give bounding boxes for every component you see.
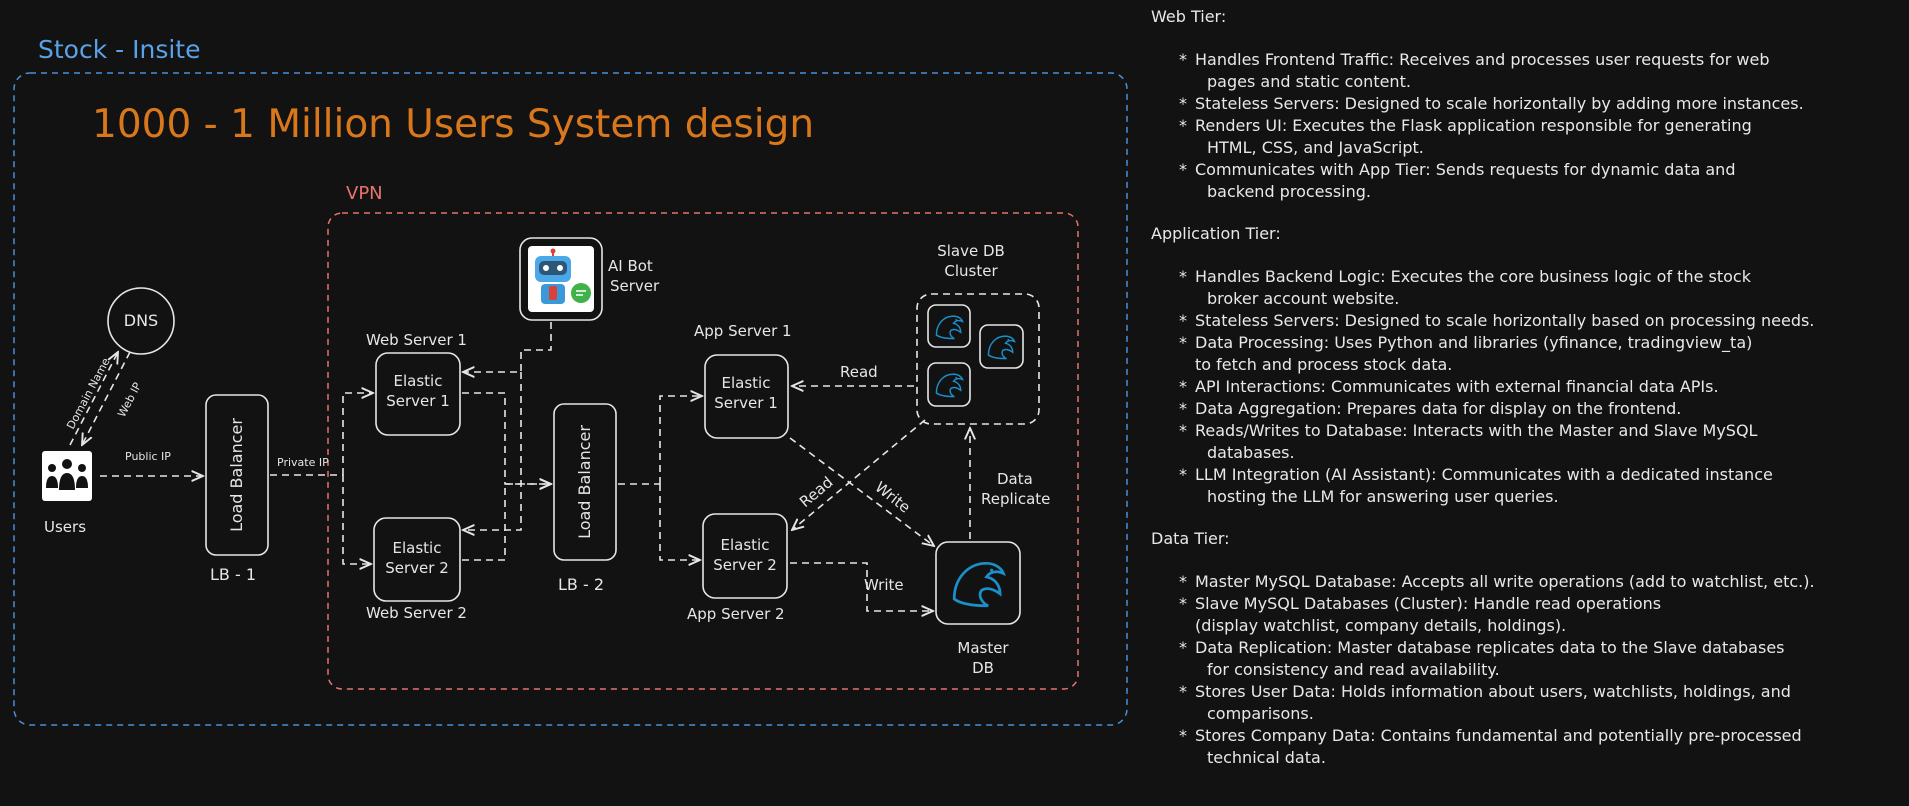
arrow-lb2-to-app2 — [659, 484, 700, 560]
list-item: Data Aggregation: Prepares data for disp… — [1179, 398, 1901, 420]
ai-bot-line1: AI Bot — [608, 257, 653, 275]
web-tier-title: Web Tier: — [1151, 7, 1227, 26]
web-server-1-caption: Web Server 1 — [366, 331, 467, 349]
lb1-caption: LB - 1 — [210, 565, 256, 584]
application-tier-section: Application Tier: Handles Backend Logic:… — [1151, 223, 1901, 508]
app-server-2-caption: App Server 2 — [687, 605, 785, 623]
list-item: Stores User Data: Holds information abou… — [1179, 681, 1901, 725]
slave-db-line1: Slave DB — [937, 242, 1005, 260]
arrow-ai-to-web1 — [463, 322, 552, 372]
app-server-1-caption: App Server 1 — [694, 322, 792, 340]
mysql-icon — [935, 315, 964, 340]
arrow-ai-to-web2 — [463, 372, 522, 530]
arrow-web2-to-lb2 — [462, 484, 551, 561]
ai-bot-server[interactable] — [519, 237, 603, 321]
users-label: Users — [44, 518, 86, 536]
arrow-web1-to-lb2 — [462, 392, 551, 484]
edge-label-web-ip: Web IP — [115, 380, 144, 419]
users-icon — [46, 459, 88, 490]
mysql-icon — [987, 335, 1016, 360]
web-server-2-caption: Web Server 2 — [366, 604, 467, 622]
edge-label-public-ip: Public IP — [125, 450, 171, 463]
edge-label-data: Data — [997, 470, 1033, 488]
brand-label: Stock - Insite — [38, 35, 200, 64]
web-server-1-line1: Elastic — [394, 372, 443, 390]
vpn-boundary — [327, 212, 1079, 690]
diagram-title: 1000 - 1 Million Users System design — [92, 102, 814, 147]
arrow-dns-to-users — [82, 351, 131, 445]
data-tier-list: Master MySQL Database: Accepts all write… — [1151, 571, 1901, 769]
application-tier-title: Application Tier: — [1151, 224, 1281, 243]
edge-label-domain-name: Domain Name — [64, 356, 113, 432]
list-item: API Interactions: Communicates with exte… — [1179, 376, 1901, 398]
slave-db-line2: Cluster — [944, 262, 998, 280]
list-item: Stateless Servers: Designed to scale hor… — [1179, 93, 1901, 115]
users-node — [42, 451, 92, 501]
edge-label-read-cross: Read — [796, 473, 836, 511]
web-server-2-line1: Elastic — [393, 539, 442, 557]
ai-bot-line2: Server — [610, 277, 660, 295]
data-tier-section: Data Tier: Master MySQL Database: Accept… — [1151, 528, 1901, 769]
data-tier-title: Data Tier: — [1151, 529, 1230, 548]
master-db[interactable] — [935, 541, 1021, 625]
robot-icon — [535, 248, 591, 304]
mysql-icon — [952, 561, 1005, 608]
web-server-1[interactable] — [375, 352, 461, 436]
lb1-label: Load Balancer — [227, 418, 246, 532]
edge-label-read-top: Read — [840, 363, 878, 381]
arrow-slave-to-app2-read — [792, 419, 926, 530]
lb2-caption: LB - 2 — [558, 575, 604, 594]
app-server-1-line2: Server 1 — [714, 394, 778, 412]
web-server-2[interactable] — [373, 517, 461, 602]
list-item: Stores Company Data: Contains fundamenta… — [1179, 725, 1901, 769]
list-item: Stateless Servers: Designed to scale hor… — [1179, 310, 1901, 332]
edge-label-write-bottom: Write — [864, 576, 904, 594]
notes-panel: Web Tier: Handles Frontend Traffic: Rece… — [1151, 6, 1901, 789]
dns-node[interactable] — [107, 287, 175, 355]
slave-db-1[interactable] — [927, 304, 971, 348]
arrow-users-to-dns — [69, 352, 118, 446]
list-item: Slave MySQL Databases (Cluster): Handle … — [1179, 593, 1901, 637]
app-server-2-line1: Elastic — [721, 536, 770, 554]
lb2-label: Load Balancer — [575, 425, 594, 539]
edge-label-write-cross: Write — [872, 478, 914, 517]
app-server-2-line2: Server 2 — [713, 556, 777, 574]
application-tier-list: Handles Backend Logic: Executes the core… — [1151, 266, 1901, 508]
slave-db-3[interactable] — [927, 362, 971, 407]
web-server-2-line2: Server 2 — [385, 559, 449, 577]
arrow-app1-to-master-write — [789, 437, 934, 546]
list-item: Data Processing: Uses Python and librari… — [1179, 332, 1901, 376]
web-tier-list: Handles Frontend Traffic: Receives and p… — [1151, 49, 1901, 203]
arrow-lb1-to-web1 — [342, 393, 373, 475]
list-item: Data Replication: Master database replic… — [1179, 637, 1901, 681]
dns-label: DNS — [124, 311, 158, 330]
edge-label-private-ip: Private IP — [277, 456, 329, 469]
load-balancer-2[interactable] — [553, 403, 617, 561]
mysql-icon — [935, 373, 964, 398]
arrow-lb1-to-web2 — [342, 475, 371, 564]
slave-db-cluster[interactable] — [916, 293, 1040, 425]
vpn-label: VPN — [346, 183, 383, 204]
edge-label-replicate: Replicate — [981, 490, 1050, 508]
web-server-1-line2: Server 1 — [386, 392, 450, 410]
load-balancer-1[interactable] — [205, 394, 269, 556]
outer-boundary — [13, 72, 1128, 726]
master-db-line1: Master — [957, 639, 1009, 657]
app-server-1[interactable] — [704, 354, 789, 439]
arrow-lb2-to-app1 — [659, 396, 702, 484]
app-server-2[interactable] — [702, 513, 788, 599]
arrow-app2-to-master-write — [790, 562, 933, 611]
app-server-1-line1: Elastic — [722, 374, 771, 392]
list-item: Renders UI: Executes the Flask applicati… — [1179, 115, 1901, 159]
master-db-line2: DB — [972, 659, 994, 677]
list-item: Handles Backend Logic: Executes the core… — [1179, 266, 1901, 310]
web-tier-section: Web Tier: Handles Frontend Traffic: Rece… — [1151, 6, 1901, 203]
list-item: Master MySQL Database: Accepts all write… — [1179, 571, 1901, 593]
list-item: Communicates with App Tier: Sends reques… — [1179, 159, 1901, 203]
list-item: Reads/Writes to Database: Interacts with… — [1179, 420, 1901, 464]
slave-db-2[interactable] — [979, 324, 1024, 369]
list-item: LLM Integration (AI Assistant): Communic… — [1179, 464, 1901, 508]
list-item: Handles Frontend Traffic: Receives and p… — [1179, 49, 1901, 93]
